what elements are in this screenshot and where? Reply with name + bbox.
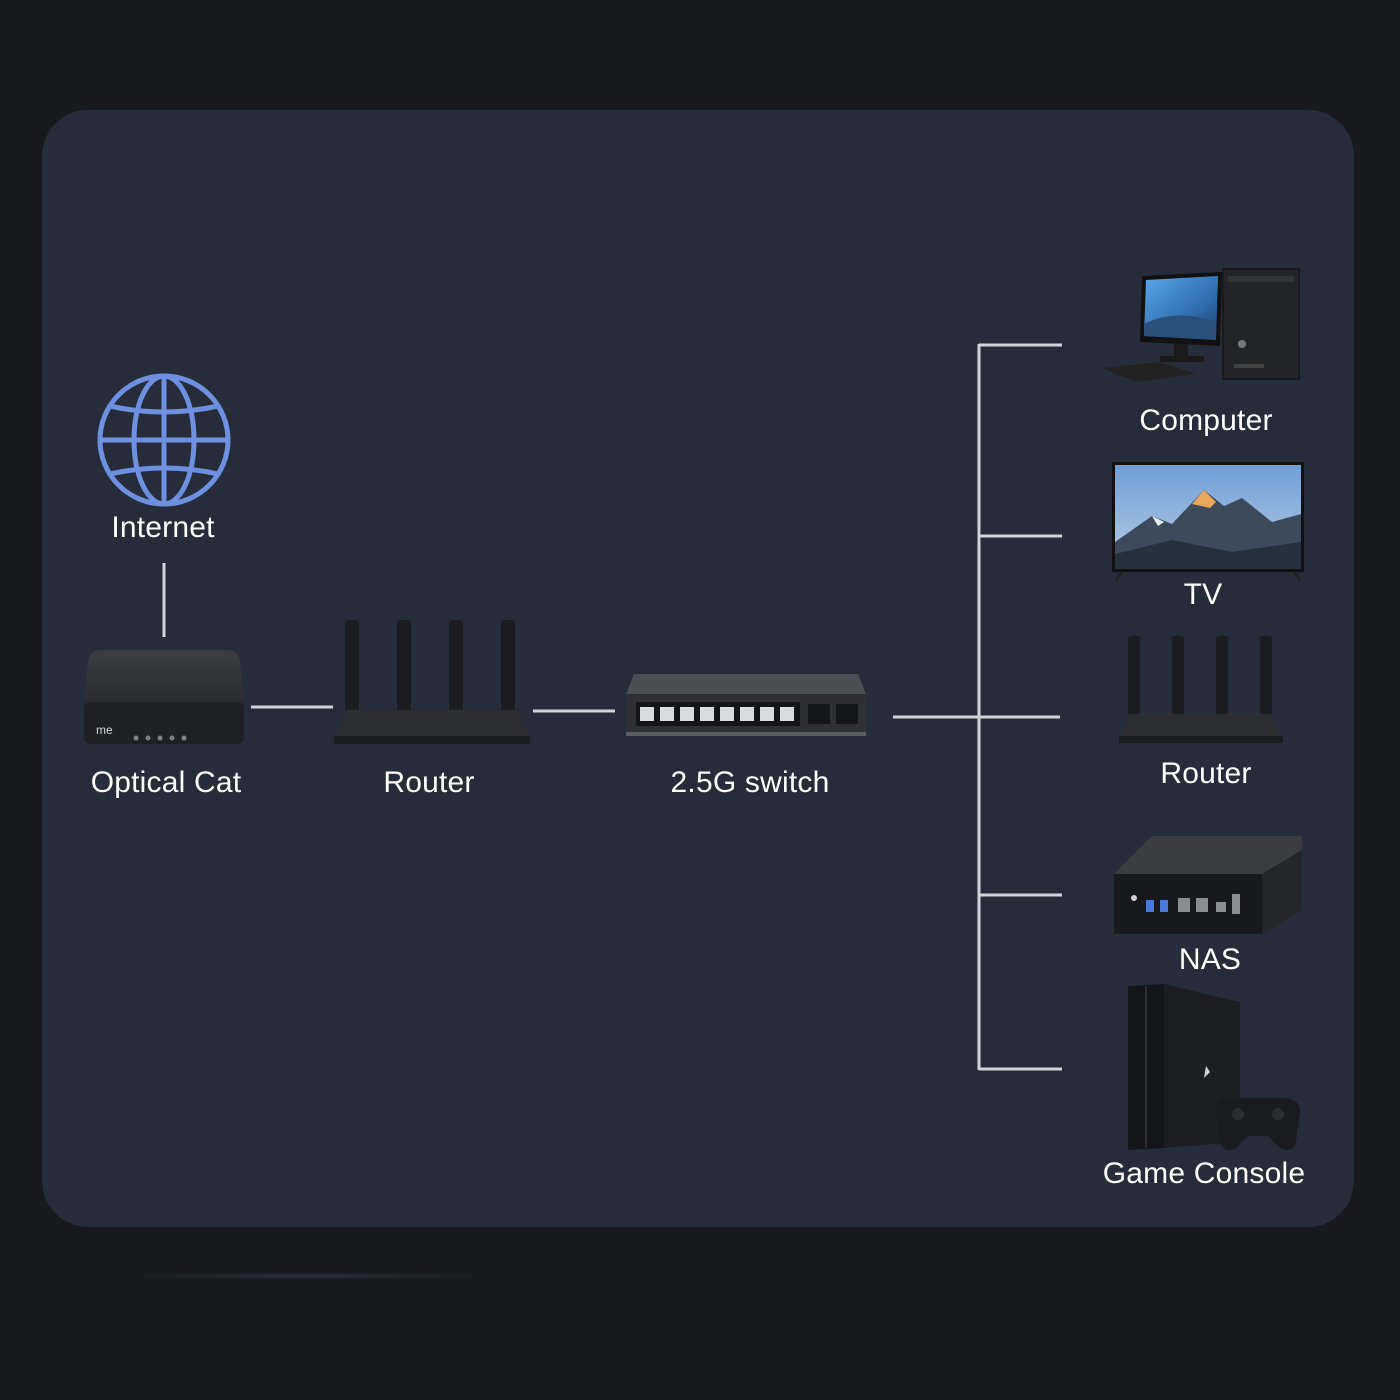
computer-icon — [1102, 268, 1300, 382]
optical-cat-label: Optical Cat — [90, 766, 242, 799]
svg-text:me: me — [96, 723, 113, 737]
modem-icon: me — [84, 650, 244, 744]
panel-reflection — [120, 1272, 490, 1280]
router-client-icon — [1119, 636, 1283, 743]
internet-label: Internet — [111, 511, 215, 544]
tv-icon — [1112, 462, 1304, 581]
tv-label: TV — [1183, 578, 1223, 611]
nas-label: NAS — [1178, 943, 1242, 976]
nas-icon — [1114, 836, 1302, 934]
switch-icon — [626, 674, 866, 736]
game-console-label: Game Console — [1102, 1157, 1306, 1190]
computer-label: Computer — [1139, 404, 1273, 437]
router-icon — [334, 620, 530, 744]
router-client-label: Router — [1160, 757, 1252, 790]
game-console-icon — [1128, 984, 1300, 1150]
globe-icon — [97, 373, 231, 507]
switch-label: 2.5G switch — [670, 766, 830, 799]
router-main-label: Router — [383, 766, 475, 799]
